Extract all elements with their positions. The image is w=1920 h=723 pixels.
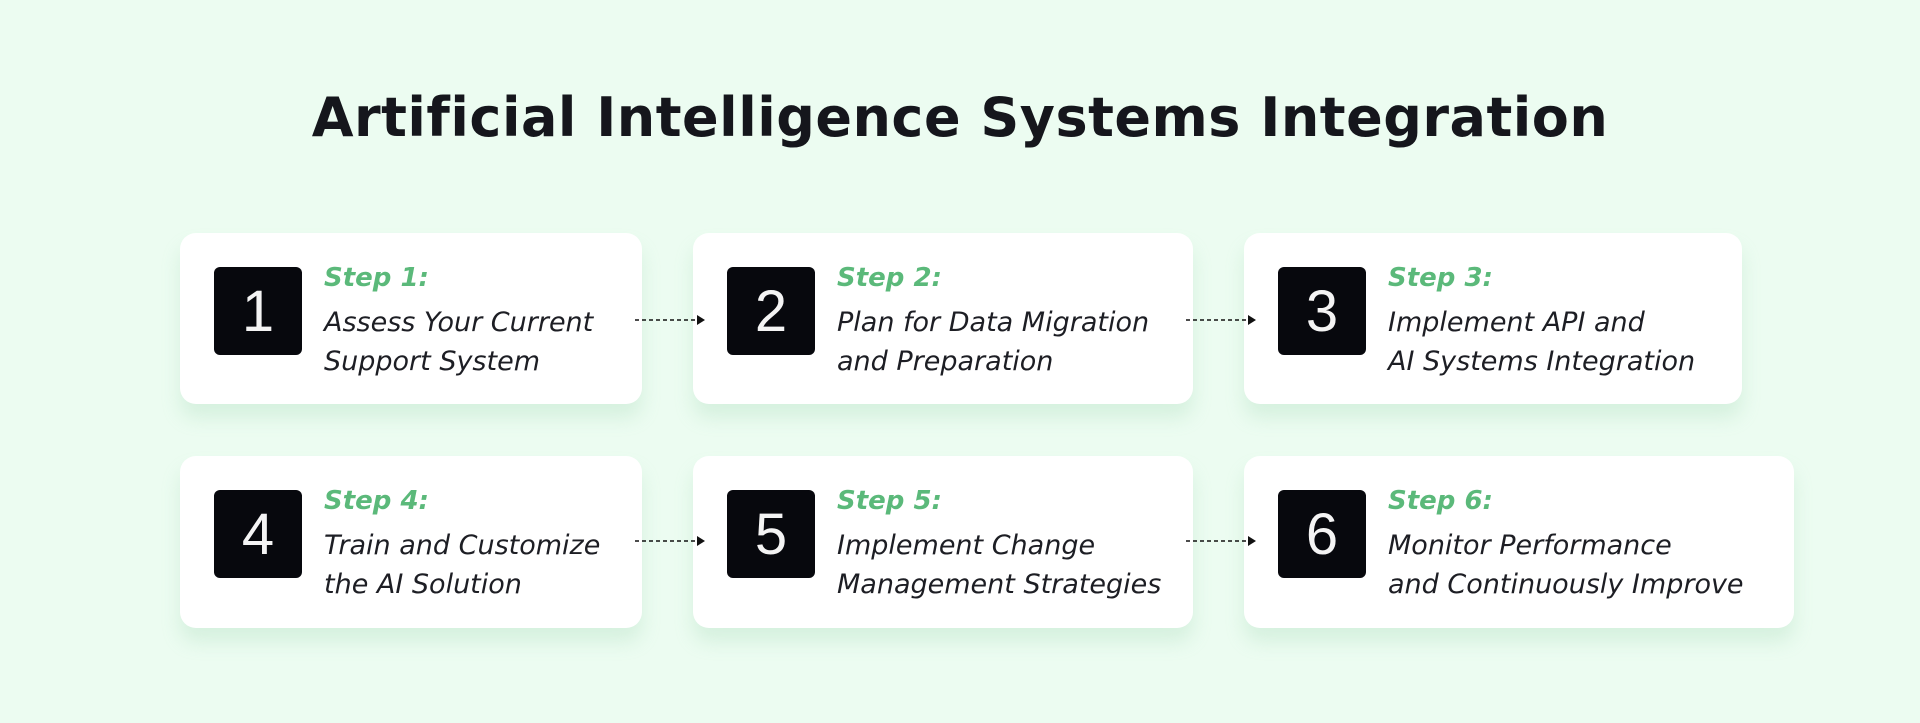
step-label: Step 1: [324,263,429,293]
step-label: Step 4: [324,486,429,516]
step-number-badge: 2 [727,267,815,355]
step-label: Step 3: [1388,263,1493,293]
step-label: Step 6: [1388,486,1493,516]
arrow-right-icon [1186,536,1256,546]
step-number-badge: 1 [214,267,302,355]
arrow-right-icon [635,315,705,325]
step-number-badge: 6 [1278,490,1366,578]
diagram-title: Artificial Intelligence Systems Integrat… [311,86,1609,149]
step-number-badge: 4 [214,490,302,578]
step-number-badge: 3 [1278,267,1366,355]
arrow-right-icon [635,536,705,546]
arrow-right-icon [1186,315,1256,325]
step-label: Step 2: [837,263,942,293]
step-label: Step 5: [837,486,942,516]
step-number-badge: 5 [727,490,815,578]
